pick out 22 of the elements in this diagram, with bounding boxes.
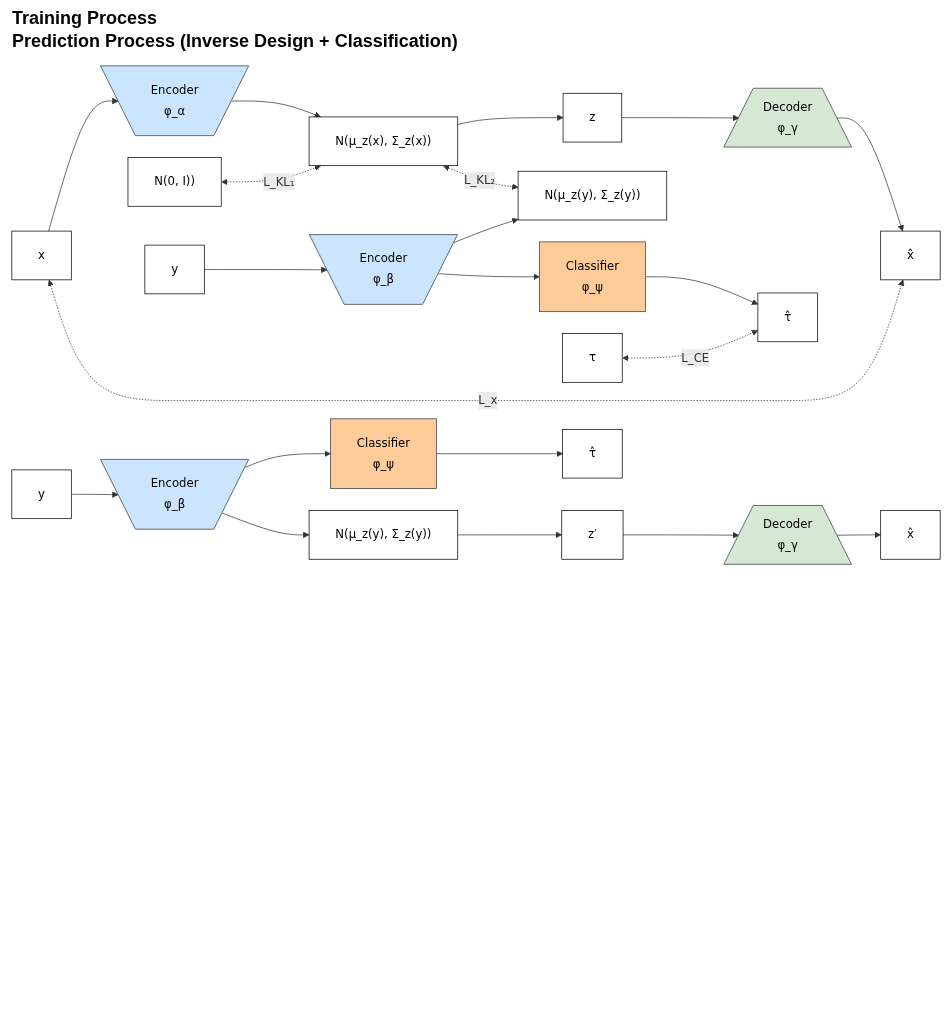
edge-label: L_x [477, 393, 498, 408]
node-box: τ̂ [561, 428, 623, 479]
node-box: y [144, 244, 205, 295]
node-box: z [562, 92, 622, 143]
edge-label: L_CE [680, 350, 709, 365]
section-heading: Prediction Process (Inverse Design + Classification) [12, 31, 459, 52]
node-box: τ̂ [757, 292, 818, 343]
node-box: N(μ_z(y), Σ_z(y)) [517, 170, 667, 221]
edge-label: L_KL₁ [262, 174, 294, 189]
node-box: Classifier φ_ψ [538, 241, 646, 313]
node-box: x [10, 230, 72, 281]
node-box: N(μ_z(y), Σ_z(y)) [308, 510, 458, 560]
section-heading: Training Process [12, 8, 159, 29]
node-box: τ [561, 333, 623, 383]
edge-label: L_KL₂ [463, 173, 495, 188]
node-box: x̂ [879, 510, 941, 560]
node-box: N(μ_z(x), Σ_z(x)) [308, 116, 458, 167]
node-box: x̂ [879, 230, 941, 281]
node-box: Classifier φ_ψ [329, 418, 437, 489]
node-box: z′ [560, 510, 623, 560]
node-box: y [10, 469, 72, 520]
node-box: N(0, I)) [127, 157, 222, 207]
